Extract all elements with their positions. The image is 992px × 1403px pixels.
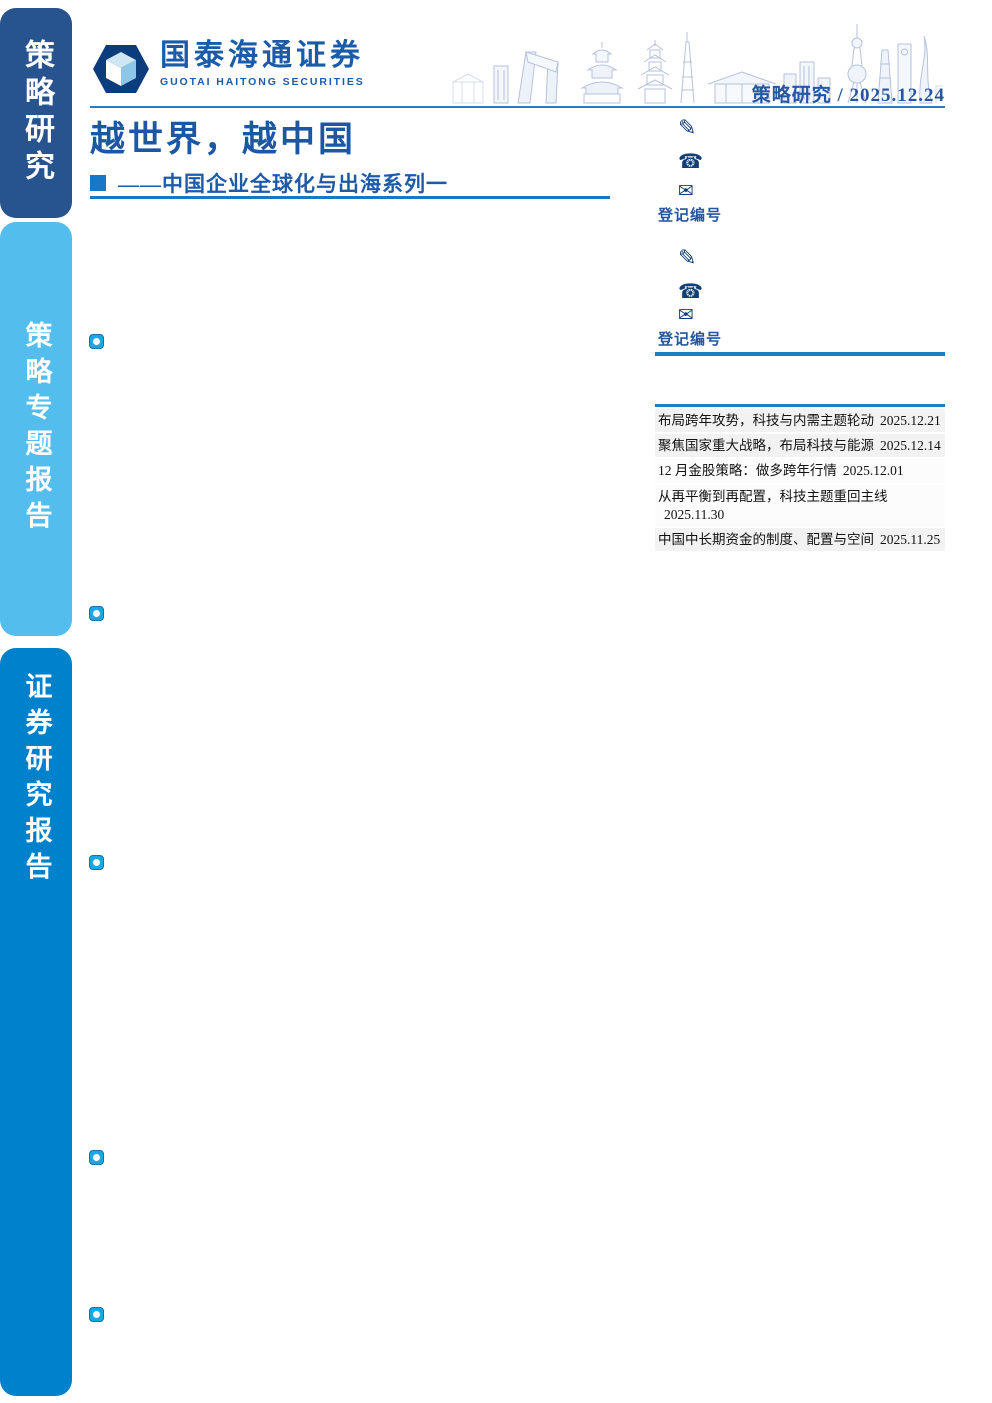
logo-cn-name: 国泰海通证券 [160, 39, 364, 72]
section-bullet-icon [89, 1307, 104, 1322]
page-title: 越世界，越中国 [90, 120, 357, 159]
related-report-link[interactable]: 从再平衡到再配置，科技主题重回主线 2025.11.30 [655, 484, 945, 527]
analyst-contact-block: ✎ ☎ ✉ 登记编号 [655, 118, 945, 228]
logo-en-name: GUOTAI HAITONG SECURITIES [160, 76, 365, 88]
report-title: 布局跨年攻势，科技与内需主题轮动 [658, 413, 874, 428]
analyst-contact-block: ✎ ☎ ✉ 登记编号 [655, 248, 945, 358]
related-report-link[interactable]: 中国中长期资金的制度、配置与空间 2025.11.25 [655, 528, 945, 552]
report-date: 2025.11.30 [664, 506, 725, 522]
logo-text: 国泰海通证券 GUOTAI HAITONG SECURITIES [160, 38, 365, 88]
email-icon: ✉ [678, 180, 694, 202]
square-bullet-icon [90, 175, 106, 191]
logo-hexagon-icon [93, 45, 149, 93]
section-bullet-icon [89, 606, 104, 621]
sidebar-tab-label: 策略专题报告 [21, 321, 52, 537]
related-report-link[interactable]: 聚焦国家重大战略，布局科技与能源 2025.12.14 [655, 434, 945, 458]
email-icon: ✉ [678, 304, 694, 326]
section-bullet-icon [89, 334, 104, 349]
registration-number-label: 登记编号 [658, 332, 723, 348]
company-logo: 国泰海通证券 GUOTAI HAITONG SECURITIES [90, 38, 365, 100]
header-rule [90, 106, 945, 108]
related-report-link[interactable]: 布局跨年攻势，科技与内需主题轮动 2025.12.21 [655, 409, 945, 433]
sidebar-tab-strategy-special-report: 策略专题报告 [0, 222, 72, 636]
related-reports-list: 布局跨年攻势，科技与内需主题轮动 2025.12.21 聚焦国家重大战略，布局科技… [655, 404, 945, 552]
report-title: 12 月金股策略：做多跨年行情 [658, 463, 837, 479]
report-title: 从再平衡到再配置，科技主题重回主线 [658, 488, 888, 504]
section-bullet-icon [89, 1150, 104, 1165]
report-date: 2025.12.21 [880, 413, 941, 428]
report-date: 2025.12.14 [880, 438, 941, 454]
signature-pen-icon: ✎ [678, 116, 697, 141]
related-report-link[interactable]: 12 月金股策略：做多跨年行情 2025.12.01 [655, 459, 945, 483]
contact-divider-rule [655, 352, 945, 356]
report-date: 2025.12.24 [849, 85, 945, 106]
subtitle-rule [90, 196, 610, 199]
phone-icon: ☎ [678, 279, 703, 303]
skyline-art [452, 24, 943, 104]
header-category-date: 策略研究 / 2025.12.24 [752, 80, 945, 107]
sidebar-tab-label: 策略研究 [20, 39, 53, 187]
sidebar-tab-securities-research-report: 证券研究报告 [0, 648, 72, 1396]
page-subtitle: ——中国企业全球化与出海系列一 [118, 172, 448, 196]
report-date: 2025.12.01 [842, 463, 904, 479]
report-title: 聚焦国家重大战略，布局科技与能源 [658, 438, 874, 454]
separator: / [837, 85, 844, 106]
report-category: 策略研究 [751, 85, 832, 106]
signature-pen-icon: ✎ [678, 246, 697, 271]
sidebar-tab-label: 证券研究报告 [21, 672, 52, 888]
section-bullet-icon [89, 855, 104, 870]
report-date: 2025.11.25 [880, 532, 941, 548]
phone-icon: ☎ [678, 149, 703, 173]
report-title: 中国中长期资金的制度、配置与空间 [658, 532, 874, 548]
sidebar-tab-strategy-research: 策略研究 [0, 8, 72, 218]
subtitle-row: ——中国企业全球化与出海系列一 [90, 168, 448, 198]
registration-number-label: 登记编号 [658, 208, 723, 224]
